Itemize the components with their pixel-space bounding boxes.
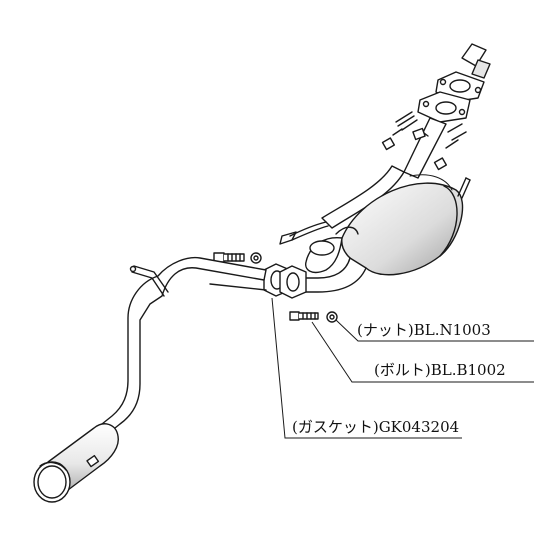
hanger-rod	[279, 221, 329, 245]
front-bolt-right	[433, 123, 467, 171]
muffler-hanger	[457, 177, 471, 199]
front-bolt-left	[381, 111, 418, 151]
exhaust-tip	[33, 461, 71, 503]
gasket-callout-label: (ガスケット)GK043204	[292, 418, 460, 436]
bolt-callout-label: (ボルト)BL.B1002	[374, 361, 506, 379]
upstream-pipe	[461, 43, 491, 79]
mid-pipe	[321, 117, 447, 229]
nut-callout-label: (ナット)BL.N1003	[357, 321, 491, 339]
leader-line-nut	[335, 319, 534, 342]
leader-line-bolt	[311, 321, 534, 383]
tail-pipe	[101, 256, 267, 433]
rear-joint-flange-b	[279, 265, 307, 299]
callout-nut-part	[326, 311, 338, 323]
callout-bolt-part	[289, 311, 319, 321]
leader-line-gasket	[271, 297, 462, 439]
main-muffler	[341, 174, 464, 276]
second-flange	[417, 91, 471, 123]
tailpipe-hanger	[129, 265, 169, 297]
